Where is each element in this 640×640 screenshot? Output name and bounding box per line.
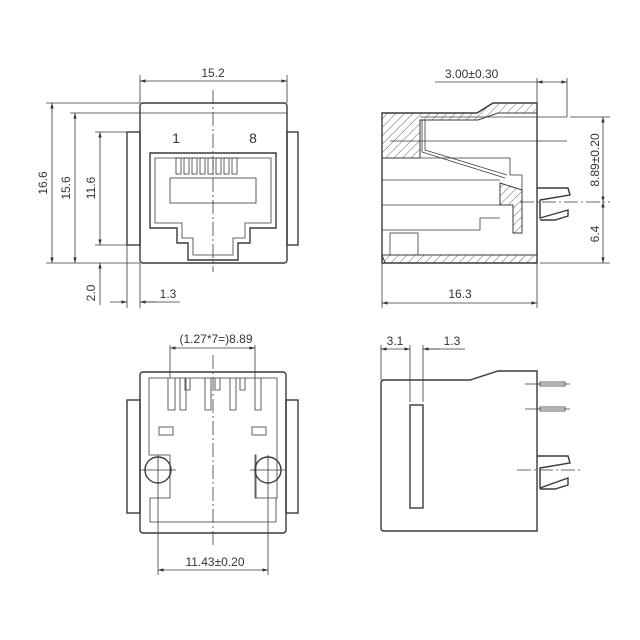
dim-post-spacing: 11.43±0.20 [185, 555, 244, 569]
front-body [139, 102, 288, 264]
dim-height-body: 15.6 [59, 176, 73, 200]
rj45-port-opening [149, 152, 277, 261]
contact-fingers [175, 157, 238, 175]
dim-pin-row-spacing: 8.89±0.20 [588, 133, 602, 187]
side-slot [409, 404, 424, 509]
dim-tab-height: 11.6 [84, 176, 98, 199]
bottom-view: (1.27*7=)8.89 11.43±0.20 [126, 332, 299, 575]
pin-label-1: 1 [172, 130, 180, 146]
left-tab [126, 131, 141, 246]
front-view: 1 8 15.2 16.6 15.6 11.6 2.0 1.3 [36, 66, 299, 308]
dim-pin-span: (1.27*7=)8.89 [179, 332, 252, 346]
dim-depth: 16.3 [448, 287, 472, 301]
dim-post-height: 6.4 [588, 225, 602, 242]
side-view: 3.1 1.3 [380, 334, 580, 532]
right-tab [286, 131, 299, 246]
pin-slots [167, 378, 262, 411]
dim-slot-offset: 3.1 [387, 334, 404, 348]
dim-width: 15.2 [201, 66, 225, 80]
dim-height-total: 16.6 [36, 171, 50, 195]
dim-tab-offset: 2.0 [84, 284, 98, 301]
side-section-view: 3.00±0.30 8.89±0.20 6.4 16.3 [381, 67, 610, 308]
dim-tab-width: 1.3 [160, 287, 177, 301]
dim-pin-protrusion: 3.00±0.30 [445, 67, 499, 81]
pin-label-8: 8 [249, 130, 257, 146]
side-body [380, 370, 538, 532]
dim-slot-width: 1.3 [444, 334, 461, 348]
